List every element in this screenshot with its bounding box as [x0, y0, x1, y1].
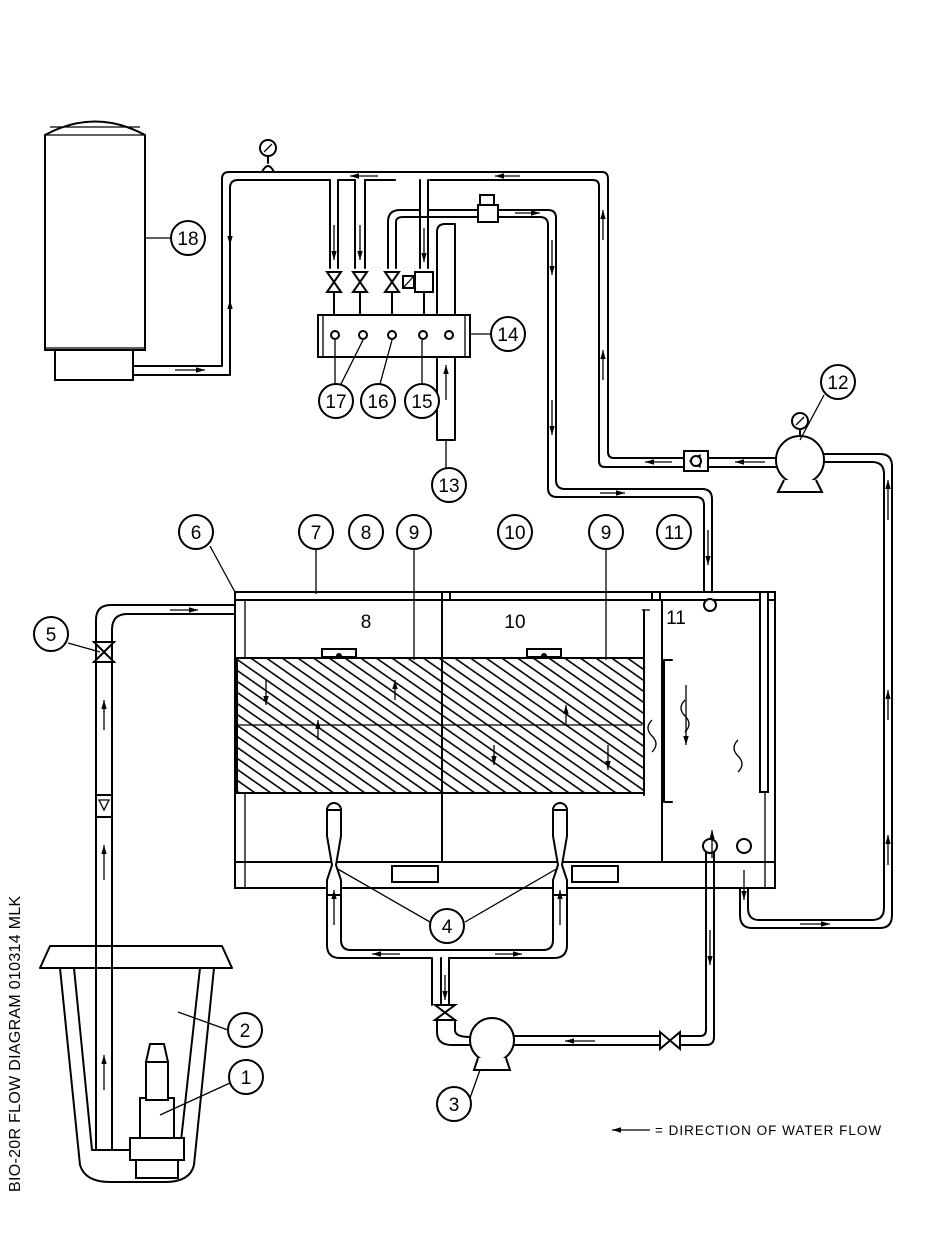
diagram-title: BIO-20R FLOW DIAGRAM 010314 MLK [7, 895, 24, 1192]
callout-9-left: 9 [397, 515, 431, 549]
callout-16-label: 16 [367, 392, 388, 413]
callout-14-label: 14 [497, 325, 519, 346]
callout-1: 1 [229, 1060, 263, 1094]
callout-11-label: 11 [664, 523, 684, 544]
callout-18: 18 [171, 221, 205, 255]
callout-15-label: 15 [411, 392, 432, 413]
callout-2-label: 2 [240, 1021, 251, 1042]
callout-14: 14 [491, 317, 525, 351]
callout-6: 6 [179, 515, 213, 549]
legend-text: = DIRECTION OF WATER FLOW [655, 1123, 882, 1138]
callout-6-label: 6 [191, 523, 202, 544]
callout-13: 13 [432, 468, 466, 502]
callout-7-label: 7 [311, 523, 322, 544]
callout-5: 5 [34, 617, 68, 651]
sump-basin [40, 946, 232, 1182]
callout-4: 4 [430, 909, 464, 943]
callout-18-label: 18 [177, 229, 198, 250]
callout-9-right: 9 [589, 515, 623, 549]
callout-1-label: 1 [241, 1068, 252, 1089]
compartment-10-label: 10 [504, 612, 525, 633]
callout-17-label: 17 [325, 392, 346, 413]
callout-9-left-label: 9 [409, 523, 420, 544]
callout-17: 17 [319, 384, 353, 418]
compartment-8-label: 8 [361, 612, 372, 633]
callout-3-label: 3 [449, 1095, 460, 1116]
compartment-11-label: 11 [666, 608, 686, 629]
callout-3: 3 [437, 1087, 471, 1121]
pressure-tank [45, 122, 145, 381]
callout-8-label: 8 [361, 523, 372, 544]
callout-15: 15 [405, 384, 439, 418]
callout-2: 2 [228, 1013, 262, 1047]
callout-16: 16 [361, 384, 395, 418]
callout-13-label: 13 [438, 476, 459, 497]
callout-9-right-label: 9 [601, 523, 612, 544]
callout-7: 7 [299, 515, 333, 549]
treatment-tank [235, 592, 775, 888]
legend: = DIRECTION OF WATER FLOW [612, 1123, 882, 1138]
callout-5-label: 5 [46, 625, 57, 646]
callout-12: 12 [821, 365, 855, 399]
callout-4-label: 4 [442, 917, 453, 938]
callout-10-label: 10 [504, 523, 525, 544]
callout-12-label: 12 [827, 373, 848, 394]
